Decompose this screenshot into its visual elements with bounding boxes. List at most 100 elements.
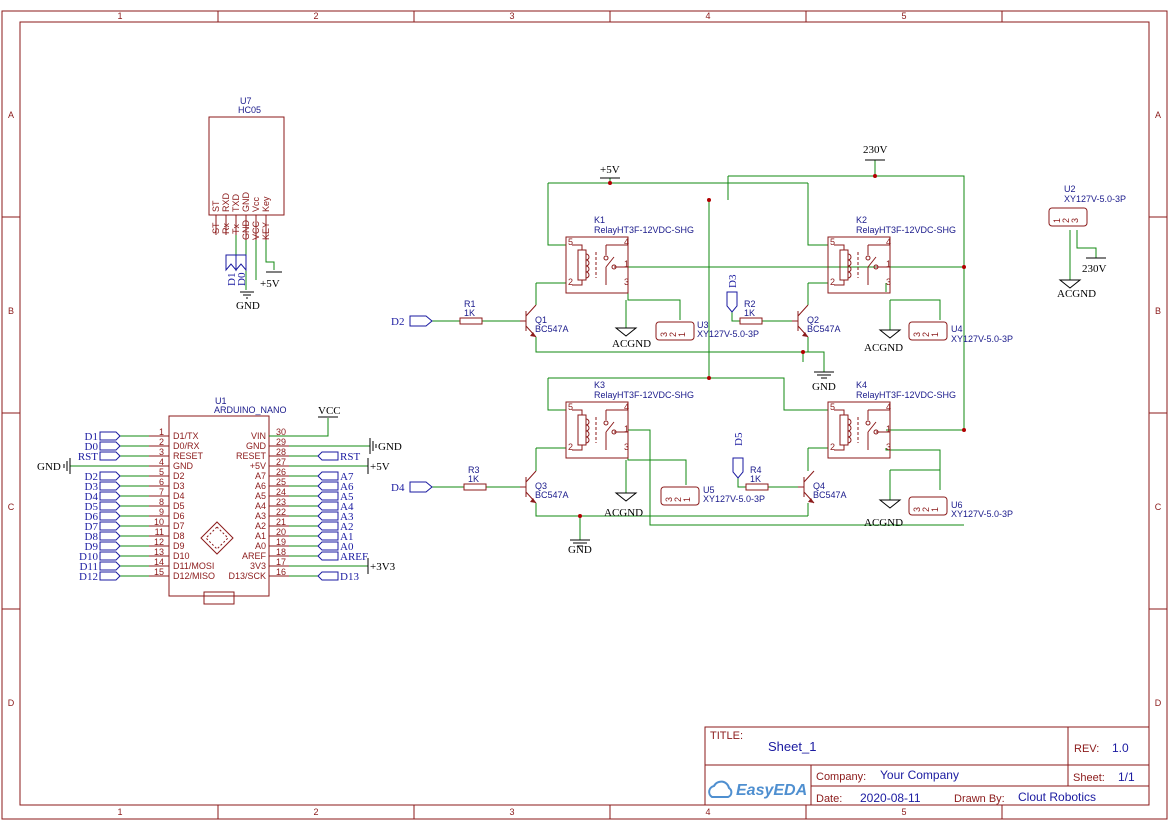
- rev-value: 1.0: [1112, 741, 1129, 755]
- v230-top: 230V: [863, 144, 888, 156]
- transistor-ref: Q2: [807, 315, 819, 325]
- nano-left-pin-name: D2: [173, 471, 185, 481]
- power-symbols: +5V 230V GND GND ACGND ACGND ACGND ACGND…: [391, 144, 1107, 556]
- connector-pin: 2: [668, 332, 678, 337]
- relay-value: RelayHT3F-12VDC-SHG: [856, 225, 956, 235]
- connector-value: XY127V-5.0-3P: [697, 329, 759, 339]
- relay-pin-1: 1: [624, 259, 629, 269]
- transistor-value: BC547A: [807, 324, 841, 334]
- connector-pin: 3: [659, 332, 669, 337]
- relay-value: RelayHT3F-12VDC-SHG: [594, 390, 694, 400]
- company-value: Your Company: [880, 768, 959, 782]
- nano-left-pin-name: D12/MISO: [173, 571, 215, 581]
- nano-right-net-flag: RST: [340, 451, 360, 463]
- grid-col-1-bottom: 1: [117, 807, 122, 817]
- nano-left-net-flag: D4: [85, 491, 99, 503]
- title-value: Sheet_1: [768, 739, 816, 754]
- nano-left-pin-num: 5: [159, 467, 164, 477]
- transistor-value: BC547A: [535, 490, 569, 500]
- relay-pin-5: 5: [830, 237, 835, 247]
- nano-left-pin-num: 2: [159, 437, 164, 447]
- hc05-pin-vcc: Vcc: [251, 196, 261, 212]
- nano-right-pin-name: VIN: [251, 431, 266, 441]
- nano-left-net-flag: D5: [85, 501, 99, 513]
- relay-pin-3: 3: [886, 442, 891, 452]
- nano-left-pin-name: D5: [173, 501, 185, 511]
- nano-left-pin-num: 15: [154, 567, 164, 577]
- relay-wiring: [432, 160, 1097, 540]
- nano-left-pin-name: D3: [173, 481, 185, 491]
- relay-pin-5: 5: [568, 237, 573, 247]
- nano-ref: U1: [215, 396, 227, 406]
- nano-right-pin-num: 20: [276, 527, 286, 537]
- company-label: Company:: [816, 771, 866, 783]
- transistor-ref: Q4: [813, 481, 825, 491]
- nano-right-pin-num: 22: [276, 507, 286, 517]
- nano-right-pin-name: +5V: [250, 461, 266, 471]
- grid-col-5-bottom: 5: [901, 807, 906, 817]
- transistor-value: BC547A: [813, 490, 847, 500]
- hc05-pin-gnd: GND: [241, 192, 251, 213]
- connector-pin: 3: [664, 497, 674, 502]
- grid-labels: 1 2 3 4 5 1 2 3 4 5 A B C D A B C D: [8, 11, 1162, 817]
- relay-pin-5: 5: [830, 402, 835, 412]
- nano-vcc-label: VCC: [318, 405, 341, 417]
- connector-ref: U6: [951, 500, 963, 510]
- nano-left-net-flag: D9: [85, 541, 99, 553]
- grid-col-4-bottom: 4: [705, 807, 710, 817]
- nano-right-pin-num: 17: [276, 557, 286, 567]
- hc05-module[interactable]: U7 HC05 ST RXD TXD GND Vcc Key ST Rx Tx …: [208, 96, 285, 312]
- nano-right-pin-name: 3V3: [250, 561, 266, 571]
- nano-right-net-flag: A5: [340, 491, 354, 503]
- resistor-ref: R3: [468, 465, 480, 475]
- connector-pin: 2: [673, 497, 683, 502]
- junctions: [578, 174, 966, 518]
- connector-value: XY127V-5.0-3P: [703, 494, 765, 504]
- hc05-pin-rxd: RXD: [221, 192, 231, 212]
- hc05-pin-key: Key: [261, 196, 271, 212]
- grid-row-b-left: B: [8, 306, 14, 316]
- hc05-net-gnd: GND: [236, 300, 260, 312]
- nano-left-pin-num: 8: [159, 497, 164, 507]
- relay-ref: K2: [856, 215, 867, 225]
- nano-right-net-flag: D13: [340, 571, 359, 583]
- relay-pin-1: 1: [624, 424, 629, 434]
- nano-right-power-label: +5V: [370, 461, 390, 473]
- relay-value: RelayHT3F-12VDC-SHG: [856, 390, 956, 400]
- sheet-frame: [1, 10, 1168, 820]
- nano-left-pin-name: D1/TX: [173, 431, 199, 441]
- nano-left-pin-name: D9: [173, 541, 185, 551]
- easyeda-text: EasyEDA: [736, 782, 807, 799]
- nano-right-pin-name: RESET: [236, 451, 267, 461]
- nano-left-pin-num: 14: [154, 557, 164, 567]
- nano-right-power-label: +3V3: [370, 561, 396, 573]
- relay-pin-3: 3: [624, 442, 629, 452]
- relay-pin-2: 2: [830, 277, 835, 287]
- connector-pin: 2: [921, 332, 931, 337]
- nano-left-net-flag: D7: [85, 521, 99, 533]
- title-block: TITLE: Sheet_1 REV: 1.0 Company: Your Co…: [704, 726, 1150, 806]
- grid-row-b-right: B: [1155, 306, 1161, 316]
- acgnd-u6: ACGND: [864, 517, 903, 529]
